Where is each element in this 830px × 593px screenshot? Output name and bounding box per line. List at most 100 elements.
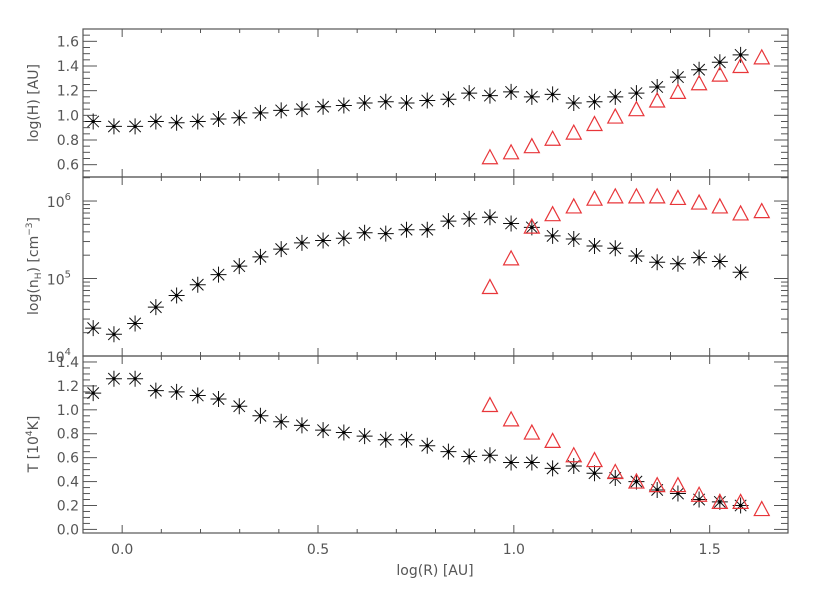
data-point [607, 88, 624, 105]
data-point [440, 91, 457, 108]
data-point [85, 385, 102, 402]
data-point [669, 485, 686, 502]
data-point [356, 95, 373, 111]
data-point [523, 219, 540, 236]
data-point [606, 187, 624, 204]
y-tick-label: 0.8 [57, 427, 79, 443]
data-point [105, 370, 122, 387]
data-point [732, 497, 749, 514]
data-point [606, 463, 624, 480]
data-point [690, 193, 708, 210]
data-point [565, 197, 583, 214]
data-point [544, 460, 561, 477]
x-axis-title: log(R) [AU] [396, 563, 473, 579]
data-point [606, 107, 624, 124]
data-point [691, 249, 708, 266]
data-point [461, 210, 478, 227]
data-point [627, 100, 645, 117]
data-point [481, 396, 499, 413]
data-point [315, 98, 332, 115]
data-point [335, 424, 352, 441]
data-point [335, 97, 352, 114]
data-point [127, 315, 144, 332]
data-point [544, 129, 562, 146]
y-tick-label: 0.6 [57, 451, 79, 467]
data-point [168, 383, 185, 400]
data-point [627, 472, 645, 489]
data-point [586, 451, 604, 468]
panel-top: 0.60.81.01.21.41.6 [57, 28, 789, 178]
series-asterisk [85, 46, 749, 135]
data-point [189, 113, 206, 130]
data-point [732, 46, 749, 63]
data-point [711, 493, 728, 510]
data-point [147, 113, 164, 130]
y-tick-label: 0.0 [57, 522, 79, 538]
data-point [481, 209, 498, 226]
data-point [753, 500, 771, 517]
data-point [252, 407, 269, 424]
x-tick-label: 1.5 [699, 542, 721, 558]
plot-panels: 0.60.81.01.21.41.61041051060.00.20.40.60… [47, 28, 789, 538]
data-point [461, 448, 478, 465]
data-point [147, 382, 164, 399]
data-point [440, 213, 457, 230]
data-point [231, 109, 248, 126]
data-point [523, 454, 540, 471]
y-tick-label: 0.2 [57, 498, 79, 514]
y-tick-label: 1.0 [57, 108, 79, 124]
data-point [293, 234, 310, 251]
data-point [669, 189, 687, 206]
data-point [690, 74, 708, 91]
data-point [565, 446, 583, 463]
panel2-y-axis-title: log(nH) [cm−3] [25, 217, 44, 315]
data-point [335, 230, 352, 247]
data-point [649, 254, 666, 271]
data-point [147, 299, 164, 316]
data-point [586, 465, 603, 482]
panel3-y-axis-title: T [104K] [25, 416, 42, 474]
data-point [127, 118, 144, 135]
plot-frame [82, 28, 789, 178]
data-point [732, 57, 750, 74]
data-point [544, 432, 562, 449]
data-point [544, 227, 561, 244]
data-point [293, 417, 310, 434]
data-point [502, 249, 520, 266]
data-point [523, 423, 541, 440]
data-point [628, 473, 645, 490]
data-point [252, 248, 269, 265]
data-point [356, 428, 373, 445]
data-point [628, 85, 645, 102]
x-tick-label: 0.5 [307, 542, 329, 558]
data-point [669, 255, 686, 272]
data-point [544, 86, 561, 103]
data-point [273, 413, 290, 430]
y-tick-label: 1.2 [57, 84, 79, 100]
data-point [565, 230, 582, 247]
data-point [189, 387, 206, 404]
data-point [502, 143, 520, 160]
data-point [711, 54, 728, 71]
data-point [419, 221, 436, 238]
data-point [168, 114, 185, 131]
data-point [252, 104, 269, 121]
data-point [753, 48, 771, 65]
series-triangle [481, 187, 771, 295]
data-point [398, 95, 415, 111]
data-point [503, 454, 520, 471]
y-tick-label: 1.4 [57, 355, 79, 371]
data-point [105, 118, 122, 135]
data-point [627, 187, 645, 204]
data-point [565, 123, 583, 140]
data-point [398, 221, 415, 238]
data-point [628, 248, 645, 265]
y-tick-label: 0.6 [57, 158, 79, 174]
data-point [210, 266, 227, 283]
data-point [502, 410, 520, 427]
data-point [711, 253, 728, 270]
data-point [127, 370, 144, 387]
series-triangle [481, 48, 771, 165]
